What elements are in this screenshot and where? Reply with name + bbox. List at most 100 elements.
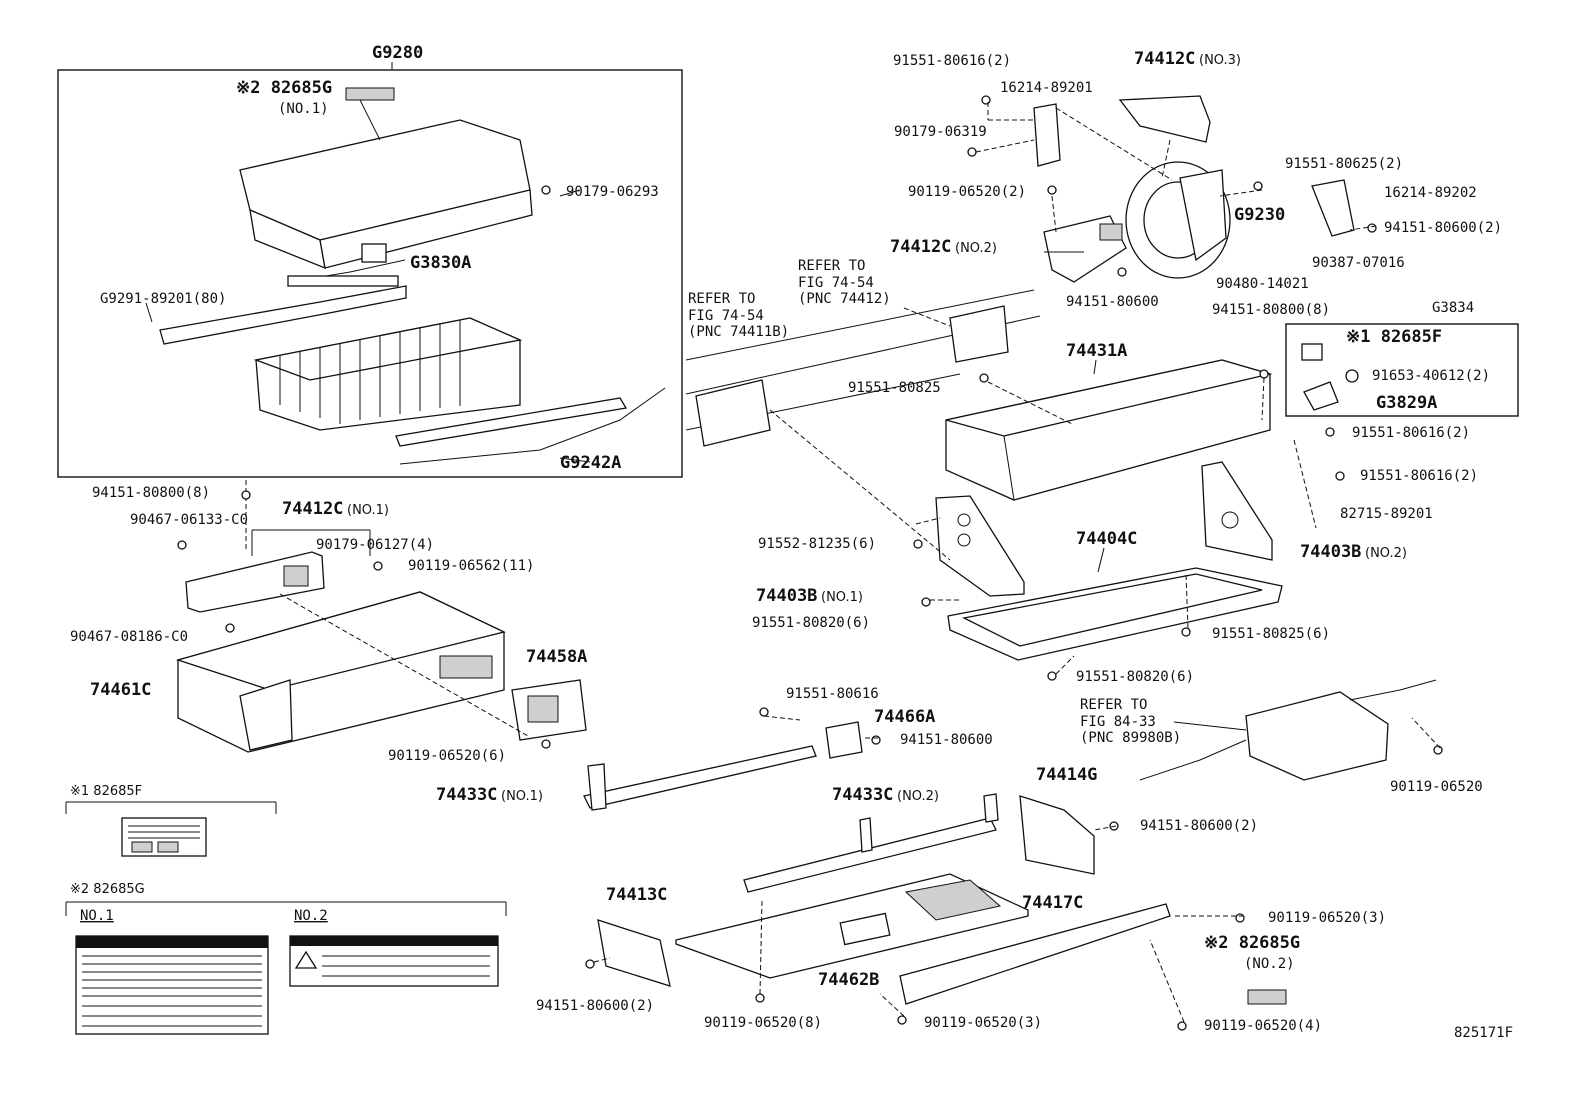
74414g-cover (1019, 795, 1095, 875)
legend-no2: NO.2 (294, 908, 328, 924)
callout-refer-7454b-2: FIG 74-54 (688, 308, 764, 324)
callout-refer-8433-3: (PNC 89980B) (1080, 730, 1181, 746)
callout-g9280: G9280 (372, 43, 423, 63)
callout-refer-7454a-3: (PNC 74412) (798, 291, 891, 307)
g9242a-harness (395, 387, 666, 465)
callout-p91551-80616-top: 91551-80616(2) (893, 53, 1011, 69)
callout-p74403b-no2: 74403B (1300, 542, 1361, 562)
legend-82685f-title: ※1 82685F (70, 784, 142, 799)
g9230-blower (1125, 161, 1231, 279)
battery-cell-stack (253, 317, 523, 431)
callout-p90480-14021: 90480-14021 (1216, 276, 1309, 292)
16214-89202-bracket (1311, 179, 1355, 237)
callout-g3834: G3834 (1432, 300, 1474, 316)
callout-p91551-80825: 91551-80825 (848, 380, 941, 396)
74431a-tray (945, 359, 1273, 501)
callout-p91551-80616-2c: 91551-80616(2) (1360, 468, 1478, 484)
callout-p74414g: 74414G (1036, 765, 1097, 785)
callout-p74458a: 74458A (526, 647, 587, 667)
refer-bracket-74412 (949, 305, 1009, 363)
16214-89201-bracket (1033, 103, 1061, 167)
callout-p74413c: 74413C (606, 885, 667, 905)
74413c-panel (597, 919, 671, 987)
callout-g9291: G9291-89201(80) (100, 291, 226, 307)
callout-p74433c-no2: 74433C (832, 785, 893, 805)
callout-label-82685g-no1-b: (NO.1) (278, 101, 329, 117)
callout-p74412c-no3-suffix: (NO.3) (1199, 53, 1241, 68)
callout-diagram-number: 825171F (1454, 1025, 1513, 1041)
callout-p90119-06520-2: 90119-06520(2) (908, 184, 1026, 200)
callout-p90179-06127: 90179-06127(4) (316, 537, 434, 553)
callout-p74412c-no1-suffix: (NO.1) (347, 503, 389, 518)
callout-p74403b-no1-suffix: (NO.1) (821, 590, 863, 605)
callout-p91551-80616-2b: 91551-80616(2) (1352, 425, 1470, 441)
74458a-plate (511, 679, 587, 741)
callout-refer-7454b-1: REFER TO (688, 291, 755, 307)
callout-p82715-89201: 82715-89201 (1340, 506, 1433, 522)
legend-no1: NO.1 (80, 908, 114, 924)
callout-p74412c-no3: 74412C (1134, 49, 1195, 69)
g9291-busbar-module (159, 285, 407, 345)
callout-p94151-80800-8a: 94151-80800(8) (92, 485, 210, 501)
74433c-no2-rail (743, 793, 999, 893)
callout-g9230: G9230 (1234, 205, 1285, 225)
74417c-panel (899, 903, 1171, 1005)
callout-p94151-80600-b: 94151-80600 (900, 732, 993, 748)
callout-p94151-80600-2a: 94151-80600(2) (1384, 220, 1502, 236)
callout-p74403b-no1: 74403B (756, 586, 817, 606)
callout-g9242a: G9242A (560, 453, 621, 473)
callout-p90387-07016: 90387-07016 (1312, 255, 1405, 271)
callout-p90119-06520-3b: 90119-06520(3) (924, 1015, 1042, 1031)
74403b-no2-plate (1201, 461, 1273, 561)
callout-p90119-06520-8: 90119-06520(8) (704, 1015, 822, 1031)
callout-p74461c: 74461C (90, 680, 151, 700)
legend-82685g (65, 901, 507, 1035)
callout-p90179-06293: 90179-06293 (566, 184, 659, 200)
callout-p16214-89201: 16214-89201 (1000, 80, 1093, 96)
callout-p90119-06520-6: 90119-06520(6) (388, 748, 506, 764)
callout-p91551-80616-c: 91551-80616 (786, 686, 879, 702)
callout-refer-8433-2: FIG 84-33 (1080, 714, 1156, 730)
callout-label-82685f: ※1 82685F (1346, 327, 1442, 347)
callout-p74466a: 74466A (874, 707, 935, 727)
74462b-tray (675, 873, 1029, 979)
callout-refer-7454a-2: FIG 74-54 (798, 275, 874, 291)
callout-p74412c-no2: 74412C (890, 237, 951, 257)
74433c-no1-rail (583, 745, 817, 811)
legend-82685g-title: ※2 82685G (70, 882, 145, 897)
callout-p74412c-no1: 74412C (282, 499, 343, 519)
74412c-no3-duct (1118, 95, 1211, 143)
callout-p90467-06133: 90467-06133-C0 (130, 512, 248, 528)
callout-p91551-80820-6a: 91551-80820(6) (752, 615, 870, 631)
callout-p91653-40612: 91653-40612(2) (1372, 368, 1490, 384)
callout-p74404c: 74404C (1076, 529, 1137, 549)
callout-p90119-06520-4: 90119-06520(4) (1204, 1018, 1322, 1034)
callout-refer-7454a-1: REFER TO (798, 258, 865, 274)
leader-dashes (593, 102, 1441, 1023)
g9280-group-box (57, 69, 683, 478)
74466a-bracket (825, 721, 863, 759)
82685g-no2-label-part (1247, 989, 1287, 1005)
callout-p16214-89202: 16214-89202 (1384, 185, 1477, 201)
callout-p74433c-no1-suffix: (NO.1) (501, 789, 543, 804)
callout-p94151-80600-2d: 94151-80600(2) (536, 998, 654, 1014)
callout-p74433c-no2-suffix: (NO.2) (897, 789, 939, 804)
callout-refer-7454b-3: (PNC 74411B) (688, 324, 789, 340)
callout-p90119-06562: 90119-06562(11) (408, 558, 534, 574)
g3834-group-box (1285, 323, 1519, 417)
callout-p74403b-no2-suffix: (NO.2) (1365, 546, 1407, 561)
74404c-frame (947, 567, 1283, 661)
g3829a-sensor (1301, 343, 1359, 411)
74461c-cover (175, 591, 506, 753)
callout-p90179-06319: 90179-06319 (894, 124, 987, 140)
callout-p91552-81235: 91552-81235(6) (758, 536, 876, 552)
callout-p74412c-no2-suffix: (NO.2) (955, 241, 997, 256)
callout-p94151-80800-8b: 94151-80800(8) (1212, 302, 1330, 318)
callout-refer-8433-1: REFER TO (1080, 697, 1147, 713)
callout-g3830a: G3830A (410, 253, 471, 273)
callout-p94151-80600-2c: 94151-80600(2) (1140, 818, 1258, 834)
legend-texts: ※1 82685F ※2 82685G NO.1 NO.2 (70, 784, 328, 924)
refer-bracket-74411b (695, 379, 771, 447)
